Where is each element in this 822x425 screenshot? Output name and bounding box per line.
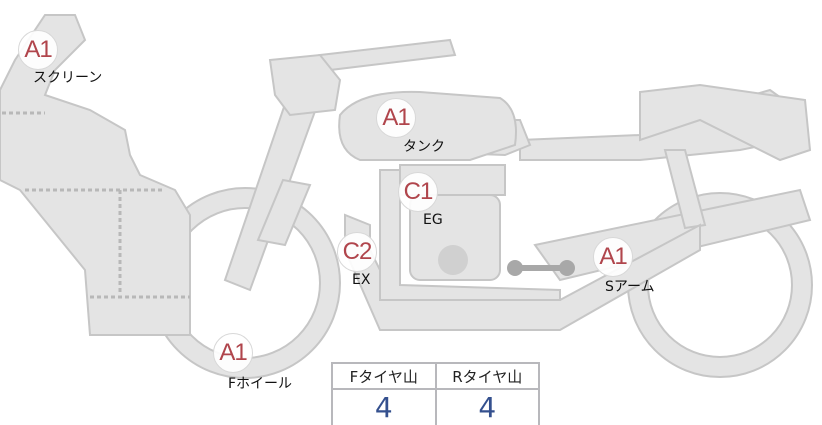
screen-label: スクリーン: [33, 70, 103, 86]
tank-label: タンク: [403, 139, 445, 155]
front-tread-header: Fタイヤ山: [331, 362, 437, 390]
front-wheel-grade-badge: A1: [213, 333, 253, 373]
swingarm-label: Sアーム: [605, 279, 655, 295]
tank-grade-badge: A1: [376, 98, 416, 138]
rear-tread-header: Rタイヤ山: [434, 362, 540, 390]
tire-tread-value-row: 4 4: [331, 388, 540, 425]
windscreen-cowl: [0, 14, 191, 336]
engine-grade-badge: C1: [398, 172, 438, 212]
engine-label: EG: [423, 212, 443, 228]
engine-cover: [438, 245, 468, 275]
exhaust-grade-badge: C2: [337, 232, 377, 272]
rear-shock: [663, 149, 707, 230]
rear-tread-value: 4: [434, 388, 540, 425]
front-wheel-label: Fホイール: [228, 376, 293, 392]
engine: [409, 194, 501, 281]
handlebar: [318, 38, 457, 72]
screen-grade-badge: A1: [18, 30, 58, 70]
exhaust-label: EX: [352, 272, 371, 288]
cowl-panel-lines: [2, 111, 190, 299]
fork-guard: [256, 178, 312, 247]
tire-tread-header-row: Fタイヤ山 Rタイヤ山: [331, 362, 540, 390]
rear-cowl: [639, 83, 812, 162]
tire-tread-table: Fタイヤ山 Rタイヤ山 4 4: [331, 362, 540, 425]
swingarm-grade-badge: A1: [593, 237, 633, 277]
front-tread-value: 4: [331, 388, 437, 425]
footpeg: [507, 260, 575, 276]
headlight: [268, 53, 342, 117]
